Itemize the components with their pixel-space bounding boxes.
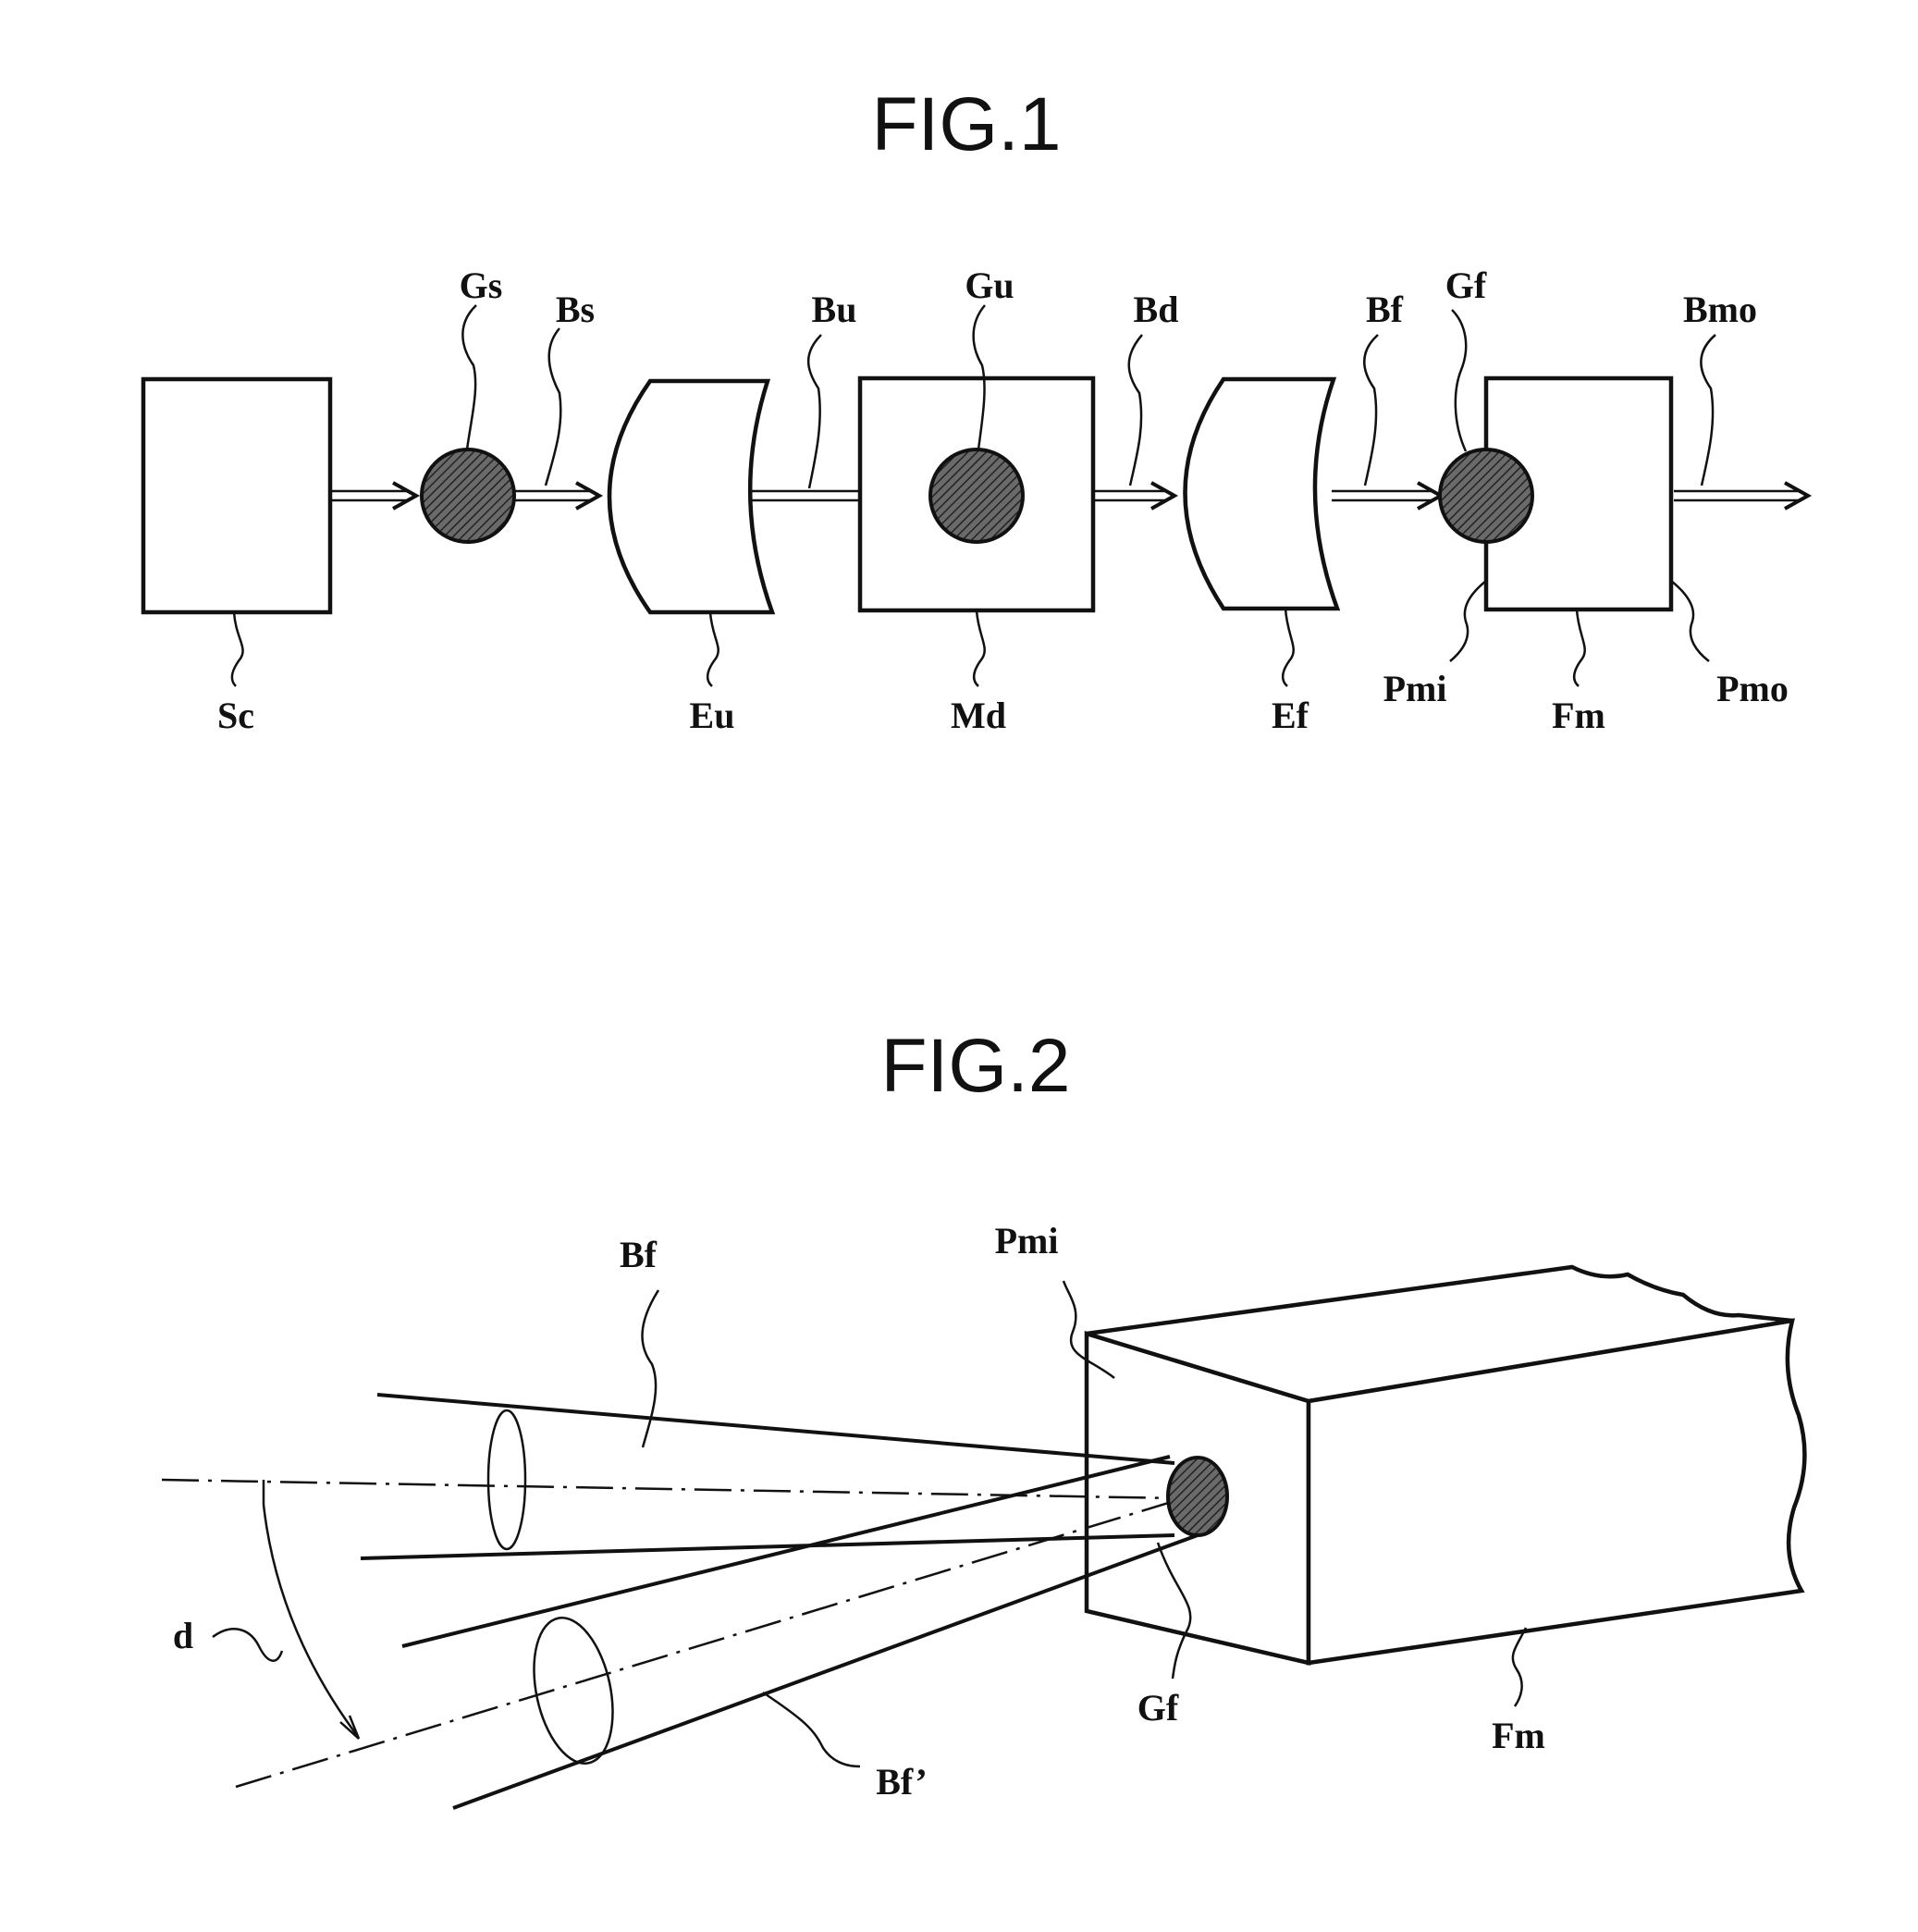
angle-d-arrowhead	[340, 1716, 359, 1739]
leader-eu	[707, 612, 719, 686]
spot-gu	[930, 449, 1023, 542]
leader-sc	[232, 612, 243, 686]
label-bf: Bf	[1366, 289, 1404, 330]
beam-bf-axis	[162, 1480, 1174, 1498]
leader-fm	[1574, 609, 1585, 686]
beam-bf-prime-lower	[236, 1457, 1198, 1808]
label-eu: Eu	[690, 695, 735, 736]
leader-gs	[462, 305, 476, 449]
label-pmi: Pmi	[995, 1220, 1059, 1261]
leader-d	[213, 1629, 282, 1660]
angle-d-arc	[264, 1505, 356, 1734]
leader-bf	[1364, 335, 1378, 486]
leader-bd	[1129, 335, 1142, 486]
label-gf: Gf	[1445, 265, 1487, 306]
label-fm: Fm	[1552, 695, 1605, 736]
beam-bf-prime-bottom-edge	[453, 1535, 1198, 1808]
lens-ef	[1186, 379, 1338, 609]
label-md: Md	[951, 695, 1006, 736]
label-gs: Gs	[460, 265, 503, 306]
figure-2: FIG.2	[162, 1024, 1804, 1808]
beam-bs	[514, 483, 599, 509]
leader-bf	[643, 1290, 658, 1447]
beam-bf-upper	[162, 1395, 1174, 1558]
leader-bmo	[1701, 335, 1715, 486]
label-pmo: Pmo	[1716, 668, 1789, 709]
label-bmo: Bmo	[1683, 289, 1757, 330]
leader-md	[974, 610, 985, 686]
label-fm: Fm	[1492, 1715, 1545, 1756]
beam-bf	[1332, 483, 1441, 509]
leader-bs	[546, 328, 560, 486]
leader-pmo	[1671, 581, 1709, 661]
beam-bf-prime-cross-section	[522, 1610, 625, 1770]
source-box-sc	[143, 379, 330, 612]
angle-d-indicator	[213, 1480, 359, 1739]
spot-gf	[1440, 449, 1532, 542]
leader-gf	[1452, 310, 1466, 451]
leader-bu	[808, 335, 821, 488]
label-ef: Ef	[1272, 695, 1309, 736]
leader-pmi	[1450, 581, 1486, 661]
label-d: d	[173, 1615, 193, 1656]
spot-gs	[422, 449, 514, 542]
label-bs: Bs	[556, 289, 595, 330]
spot-gf	[1168, 1458, 1227, 1535]
figure-2-title: FIG.2	[880, 1024, 1070, 1108]
beam-bf-prime-axis	[236, 1498, 1184, 1787]
figure-1: FIG.1	[143, 82, 1808, 736]
label-bu: Bu	[812, 289, 857, 330]
leader-bf-prime	[763, 1692, 860, 1766]
beam-bf-prime-top-edge	[402, 1457, 1170, 1646]
label-bf: Bf	[620, 1234, 658, 1275]
beam-bf-cross-section	[488, 1410, 525, 1549]
leader-ef	[1283, 609, 1294, 686]
beam-bmo	[1674, 483, 1808, 509]
leader-fm	[1513, 1628, 1526, 1706]
label-gu: Gu	[965, 265, 1014, 306]
label-bf-prime: Bf’	[876, 1761, 928, 1803]
label-gf: Gf	[1137, 1687, 1179, 1729]
lens-eu	[609, 381, 772, 612]
label-sc: Sc	[217, 695, 254, 736]
beam-bf-top-edge	[377, 1395, 1174, 1463]
label-bd: Bd	[1134, 289, 1179, 330]
label-pmi: Pmi	[1383, 668, 1447, 709]
beam-sc-to-gs	[330, 483, 416, 509]
figure-1-title: FIG.1	[871, 82, 1061, 166]
